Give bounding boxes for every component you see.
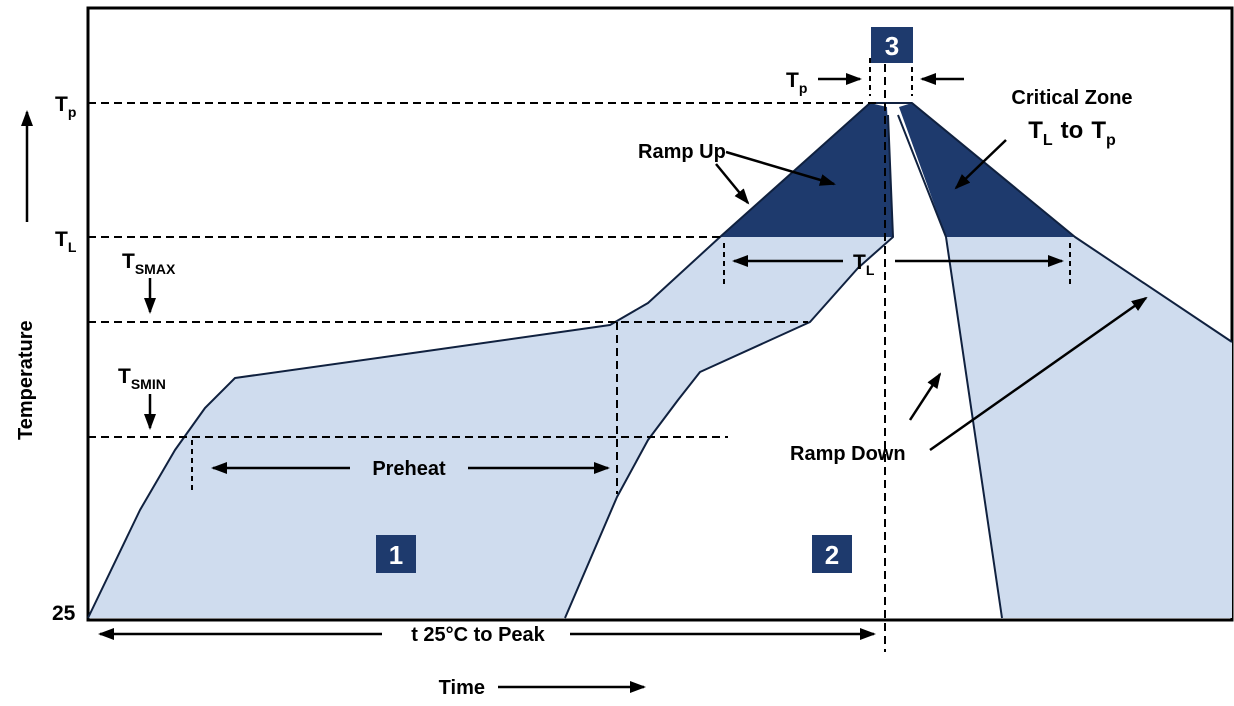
- y-axis-label: Temperature: [15, 320, 37, 440]
- ramp-up-arrow-2: [725, 150, 836, 186]
- ramp-up-arrow-1: [715, 163, 750, 205]
- zone-2-badge: 2: [812, 535, 852, 573]
- zone-2-number: 2: [825, 540, 839, 570]
- tick-tsmax: TSMAX: [122, 250, 176, 277]
- critical-zone-arrow: [954, 139, 1007, 190]
- max-profile-curve: [87, 102, 1233, 619]
- tl-span-label: TL: [853, 251, 875, 278]
- zone-1-number: 1: [389, 540, 403, 570]
- critical-zone-left-dark: [720, 103, 893, 237]
- tick-tp: Tp: [55, 93, 76, 120]
- t25-to-peak-label: t 25°C to Peak: [411, 624, 545, 646]
- ramp-down-arrow-2: [929, 296, 1148, 452]
- tick-25: 25: [52, 602, 76, 625]
- critical-zone-title: Critical Zone: [1011, 87, 1132, 109]
- critical-zone-right-dark: [899, 103, 1075, 237]
- preheat-label: Preheat: [372, 458, 446, 480]
- x-axis-label: Time: [439, 677, 485, 699]
- min-profile-curve-ascending: [564, 114, 894, 619]
- tick-tl: TL: [55, 228, 77, 255]
- zone-1-box: [376, 535, 416, 573]
- ramp-up-label: Ramp Up: [638, 141, 726, 163]
- zone-3-number: 3: [885, 31, 899, 61]
- zone-3-box: [871, 27, 913, 63]
- min-profile-curve-descending: [897, 114, 1003, 619]
- zone-2-box: [812, 535, 852, 573]
- tp-span-label: Tp: [786, 69, 807, 96]
- tick-tsmin: TSMIN: [118, 365, 166, 392]
- band-right-light-region: [946, 237, 1232, 618]
- zone-3-badge: 3: [871, 27, 913, 63]
- band-left-light-region: [88, 237, 893, 618]
- ramp-down-label: Ramp Down: [790, 443, 906, 465]
- ramp-down-arrow-1: [908, 372, 942, 421]
- zone-1-badge: 1: [376, 535, 416, 573]
